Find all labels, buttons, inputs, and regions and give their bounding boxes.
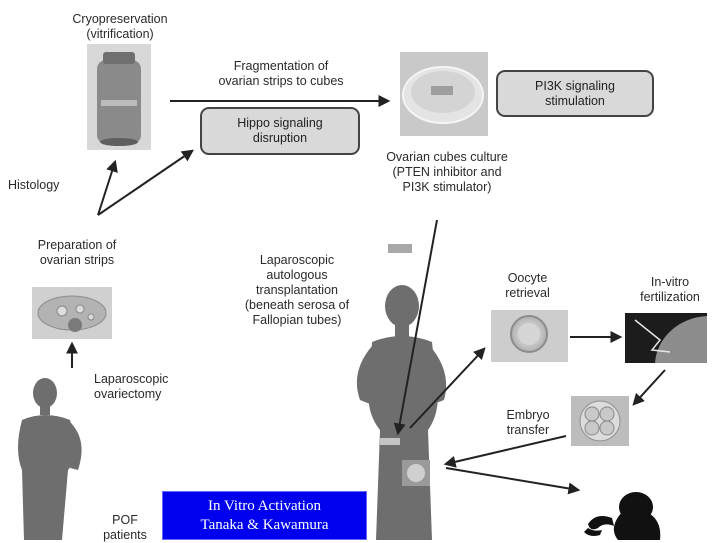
patient-silhouette-left [18,378,82,540]
petri-dish-image [400,52,488,136]
ovarian-strips-image [32,287,112,339]
arrow-embryo-to-uterus [443,435,567,468]
label-culture: Ovarian cubes culture(PTEN inhibitor and… [386,150,508,194]
arrow-transplant-to-oocyte [409,347,486,429]
implant-cube-image [380,438,400,445]
arrow-preparation-to-hippo [97,149,194,216]
arrow-culture-to-transplant [393,219,438,436]
ivf-image [625,313,707,363]
embryo-image [571,396,629,446]
patient-silhouette-center [356,285,447,540]
oocyte-image [491,310,568,362]
arrow-preparation-to-cryo [97,159,118,216]
tissue-cube-image [388,244,412,253]
label-histology: Histology [8,178,60,192]
baby-silhouette [584,492,661,540]
label-cryopreservation: Cryopreservation(vitrification) [72,12,168,41]
arrow-uterus-to-baby [445,467,581,495]
cryo-tank-image [87,44,151,150]
uterus-embryo-image [402,460,430,486]
arrow-ivf-to-embryo [632,369,666,406]
